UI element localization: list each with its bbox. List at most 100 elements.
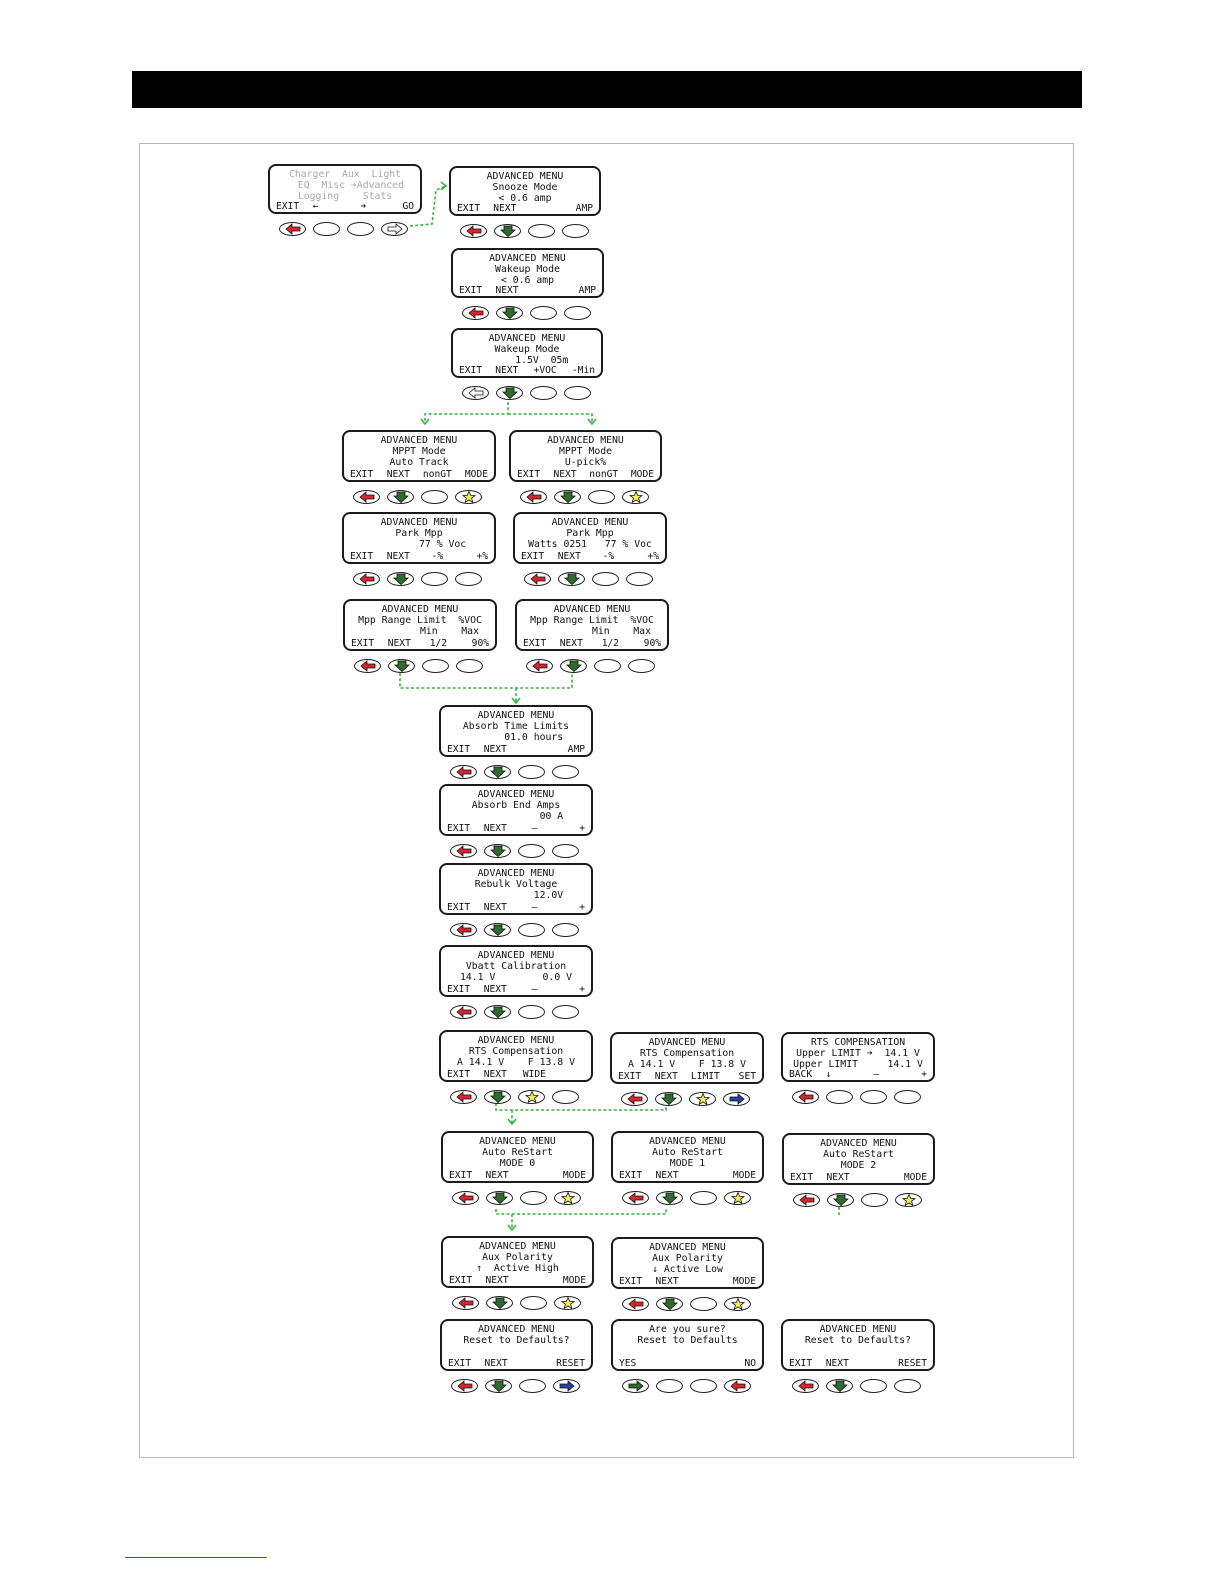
exit-button[interactable] (450, 923, 477, 937)
blank-button[interactable] (347, 222, 374, 236)
exit-button[interactable] (452, 1191, 479, 1205)
star-button[interactable] (724, 1191, 751, 1205)
yes-button[interactable] (622, 1379, 649, 1393)
next-button[interactable] (484, 1005, 511, 1019)
star-button[interactable] (622, 490, 649, 504)
next-button[interactable] (656, 1191, 683, 1205)
exit-button[interactable] (450, 765, 477, 779)
blank-button[interactable] (860, 1379, 887, 1393)
exit-button[interactable] (462, 306, 489, 320)
blank-button[interactable] (690, 1191, 717, 1205)
blank-button[interactable] (421, 572, 448, 586)
blank-button[interactable] (552, 1090, 579, 1104)
blank-button[interactable] (564, 386, 591, 400)
next-button[interactable] (387, 490, 414, 504)
next-button[interactable] (656, 1297, 683, 1311)
star-button[interactable] (895, 1193, 922, 1207)
exit-button[interactable] (622, 1297, 649, 1311)
next-button[interactable] (496, 386, 523, 400)
next-button[interactable] (484, 844, 511, 858)
star-button[interactable] (554, 1191, 581, 1205)
blank-button[interactable] (552, 844, 579, 858)
next-button[interactable] (560, 659, 587, 673)
blank-button[interactable] (861, 1193, 888, 1207)
star-button[interactable] (689, 1092, 716, 1106)
blank-button[interactable] (519, 1379, 546, 1393)
next-button[interactable] (496, 306, 523, 320)
blank-button[interactable] (564, 306, 591, 320)
blank-button[interactable] (530, 306, 557, 320)
blank-button[interactable] (894, 1090, 921, 1104)
exit-button[interactable] (526, 659, 553, 673)
blank-button[interactable] (455, 572, 482, 586)
blank-button[interactable] (528, 224, 555, 238)
exit-button[interactable] (621, 1092, 648, 1106)
next-button[interactable] (554, 490, 581, 504)
exit-button[interactable] (452, 1296, 479, 1310)
next-button[interactable] (826, 1379, 853, 1393)
exit-button[interactable] (520, 490, 547, 504)
blank-button[interactable] (626, 572, 653, 586)
star-button[interactable] (455, 490, 482, 504)
blank-button[interactable] (690, 1379, 717, 1393)
exit-button[interactable] (353, 572, 380, 586)
blue-button[interactable] (723, 1092, 750, 1106)
exit-button[interactable] (450, 844, 477, 858)
blank-button[interactable] (421, 490, 448, 504)
exit-button[interactable] (450, 1090, 477, 1104)
blank-button[interactable] (518, 844, 545, 858)
next-button[interactable] (484, 765, 511, 779)
blank-button[interactable] (592, 572, 619, 586)
exit-button[interactable] (792, 1090, 819, 1104)
blank-button[interactable] (518, 1005, 545, 1019)
blank-button[interactable] (518, 923, 545, 937)
blank-button[interactable] (520, 1191, 547, 1205)
next-button[interactable] (558, 572, 585, 586)
blank-button[interactable] (422, 659, 449, 673)
next-button[interactable] (486, 1191, 513, 1205)
exit-button[interactable] (353, 490, 380, 504)
star-button[interactable] (554, 1296, 581, 1310)
next-button[interactable] (486, 1296, 513, 1310)
blank-button[interactable] (656, 1379, 683, 1393)
next-button[interactable] (387, 572, 414, 586)
exit-button[interactable] (622, 1191, 649, 1205)
star-button[interactable] (724, 1297, 751, 1311)
exit-button[interactable] (450, 1005, 477, 1019)
exit-button[interactable] (354, 659, 381, 673)
blank-button[interactable] (313, 222, 340, 236)
exit-button[interactable] (460, 224, 487, 238)
blank-button[interactable] (518, 765, 545, 779)
next-button[interactable] (388, 659, 415, 673)
blank-button[interactable] (826, 1090, 853, 1104)
exit-button[interactable] (524, 572, 551, 586)
blank-button[interactable] (690, 1297, 717, 1311)
next-button[interactable] (494, 224, 521, 238)
blank-button[interactable] (552, 1005, 579, 1019)
blank-button[interactable] (552, 923, 579, 937)
star-button[interactable] (518, 1090, 545, 1104)
next-button[interactable] (485, 1379, 512, 1393)
exit-button[interactable] (793, 1193, 820, 1207)
blank-button[interactable] (628, 659, 655, 673)
blank-button[interactable] (860, 1090, 887, 1104)
blank-button[interactable] (530, 386, 557, 400)
blank-button[interactable] (552, 765, 579, 779)
blank-button[interactable] (594, 659, 621, 673)
exit-button[interactable] (279, 222, 306, 236)
next-button[interactable] (655, 1092, 682, 1106)
blank-button[interactable] (588, 490, 615, 504)
next-button[interactable] (484, 923, 511, 937)
blank-button[interactable] (456, 659, 483, 673)
blank-button[interactable] (562, 224, 589, 238)
exit-button[interactable] (724, 1379, 751, 1393)
blank-button[interactable] (520, 1296, 547, 1310)
next-button[interactable] (827, 1193, 854, 1207)
exit-button[interactable] (451, 1379, 478, 1393)
back-button[interactable] (462, 386, 489, 400)
go-button[interactable] (381, 222, 408, 236)
next-button[interactable] (484, 1090, 511, 1104)
blank-button[interactable] (894, 1379, 921, 1393)
exit-button[interactable] (792, 1379, 819, 1393)
blue-button[interactable] (553, 1379, 580, 1393)
